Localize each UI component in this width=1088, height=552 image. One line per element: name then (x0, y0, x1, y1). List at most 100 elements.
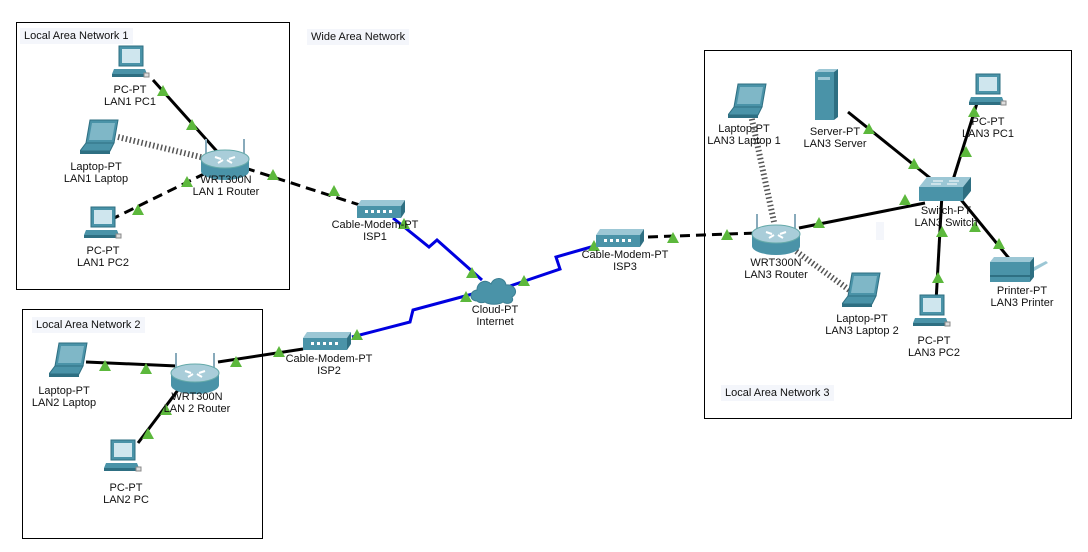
link-status-marker (267, 169, 279, 180)
device-name: LAN3 PC1 (962, 128, 1014, 140)
device-model: Cloud-PT (471, 304, 519, 316)
device-lan3-laptop1[interactable] (727, 83, 774, 119)
device-lan1-pc2[interactable] (83, 206, 123, 244)
link-status-marker (230, 356, 242, 367)
device-lan3-laptop2[interactable] (841, 272, 888, 308)
device-name: LAN3 Router (744, 269, 808, 281)
link-lan1-router-to-isp1[interactable] (244, 166, 370, 210)
device-lan2-pc[interactable] (103, 439, 143, 477)
device-name: LAN1 Laptop (63, 173, 129, 185)
link-status-marker (157, 85, 169, 96)
link-status-marker (813, 217, 825, 228)
device-model: Switch-PT (920, 205, 972, 217)
device-name: LAN1 PC1 (104, 96, 156, 108)
link-status-marker (466, 267, 478, 278)
link-isp2-to-internet[interactable] (351, 290, 481, 339)
link-status-marker (968, 106, 980, 117)
device-model: Laptop-PT (70, 161, 122, 173)
link-lan3-pc2-to-lan3-switch[interactable] (934, 193, 944, 303)
link-lan2-router-to-isp2[interactable] (217, 347, 304, 364)
device-lan3-server[interactable] (815, 69, 839, 121)
link-status-marker (908, 158, 920, 169)
lan3-area-box (704, 50, 1072, 419)
link-lan2-laptop-to-lan2-router[interactable] (85, 360, 178, 368)
device-isp2[interactable] (303, 332, 351, 352)
link-status-marker (960, 146, 972, 157)
device-model: WRT300N (750, 257, 802, 269)
link-lan3-laptop2-to-lan3-router[interactable] (791, 246, 854, 295)
device-model: Laptop-PT (38, 385, 90, 397)
lan2-area-box (22, 309, 263, 539)
device-model: PC-PT (113, 84, 147, 96)
wireless-router-icon (749, 214, 803, 262)
link-isp1-to-internet[interactable] (392, 216, 483, 282)
device-model: Cable-Modem-PT (285, 353, 373, 365)
device-name: LAN3 Laptop 1 (707, 135, 781, 147)
device-lan1-laptop[interactable] (79, 119, 126, 155)
link-lan3-printer-to-lan3-switch[interactable] (956, 195, 1014, 263)
laptop-icon (727, 83, 774, 123)
device-model: Printer-PT (996, 285, 1048, 297)
link-status-marker (899, 194, 911, 205)
switch-icon (919, 177, 971, 209)
device-lan3-pc2[interactable] (912, 294, 952, 332)
device-name: ISP1 (363, 231, 387, 243)
device-name: LAN3 Laptop 2 (825, 325, 899, 337)
link-status-marker (993, 238, 1005, 249)
device-internet[interactable] (469, 275, 519, 305)
device-name: LAN2 PC (103, 494, 149, 506)
link-status-marker (140, 363, 152, 374)
pc-icon (103, 439, 143, 481)
link-status-marker (351, 329, 363, 340)
cloud-icon (469, 278, 519, 309)
wan-area-label: Wide Area Network (307, 29, 410, 45)
link-isp3-to-lan3-router[interactable] (647, 231, 757, 239)
link-lan1-pc2-to-lan1-router[interactable] (109, 168, 213, 222)
device-model: Cable-Modem-PT (331, 219, 419, 231)
device-model: PC-PT (109, 482, 143, 494)
device-name: ISP3 (613, 261, 637, 273)
device-name: LAN1 PC2 (77, 257, 129, 269)
device-isp1[interactable] (357, 200, 405, 220)
cable-modem-icon (596, 229, 644, 253)
laptop-icon (79, 119, 126, 159)
link-isp3-to-internet[interactable] (509, 243, 599, 288)
device-lan1-router[interactable] (198, 137, 252, 183)
device-isp3[interactable] (596, 229, 644, 249)
laptop-icon (48, 342, 95, 382)
device-model: PC-PT (971, 116, 1005, 128)
device-name: Internet (476, 316, 514, 328)
wireless-router-icon (198, 139, 252, 187)
device-lan1-pc1[interactable] (111, 45, 151, 83)
link-lan1-laptop-to-lan1-router[interactable] (117, 134, 214, 163)
device-name: LAN3 Server (803, 138, 867, 150)
device-model: Laptop-PT (836, 313, 888, 325)
wireless-router-icon (168, 353, 222, 401)
device-lan2-laptop[interactable] (48, 342, 95, 378)
link-status-marker (969, 221, 981, 232)
pc-icon (912, 294, 952, 336)
device-lan3-switch[interactable] (919, 177, 971, 205)
link-status-marker (518, 275, 530, 286)
link-lan3-server-to-lan3-switch[interactable] (847, 110, 936, 184)
link-status-marker (132, 204, 144, 215)
device-model: WRT300N (200, 174, 252, 186)
device-lan2-router[interactable] (168, 351, 222, 397)
device-lan3-printer[interactable] (990, 257, 1050, 283)
printer-icon (990, 257, 1050, 287)
device-lan3-pc1[interactable] (968, 73, 1008, 111)
link-status-marker (932, 272, 944, 283)
device-model: Laptop-PT (718, 123, 770, 135)
device-lan3-router[interactable] (749, 212, 803, 258)
